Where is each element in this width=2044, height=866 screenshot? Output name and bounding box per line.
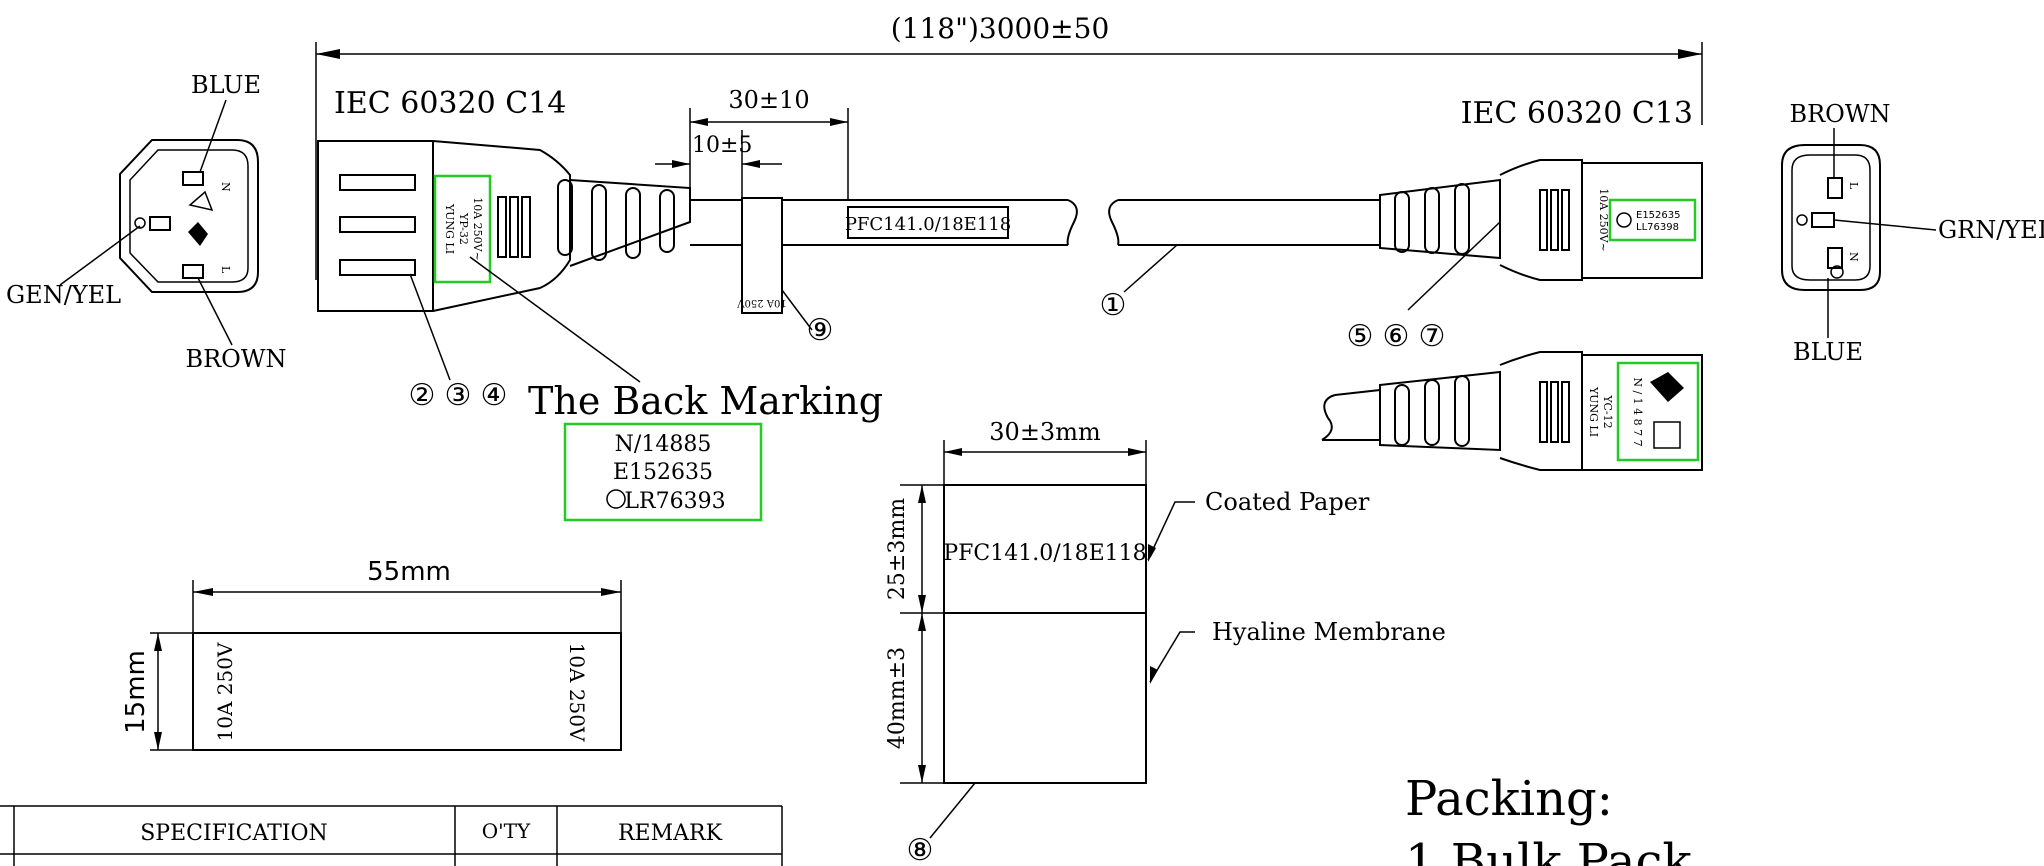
c13-face-pinout: L N BROWN GRN/YEL BLUE [1781, 100, 2044, 366]
back-marking-line1: N/14885 [615, 432, 712, 457]
strip-length-text: 30±10 [728, 86, 809, 114]
c13-connector: 10A 250V~ E152635 LL76398 [1379, 159, 1703, 281]
cable-flag-text: 10A 250V [737, 297, 787, 308]
left-pin-bottom-color: BROWN [185, 345, 286, 373]
coated-paper-callout: Coated Paper [1205, 488, 1370, 516]
cable-label-detail: PFC141.0/18E118 30±3mm 25±3mm 40mm±3 Coa… [885, 418, 1446, 866]
back-marking-title: The Back Marking [528, 379, 883, 423]
marking-length-text: 55mm [367, 557, 451, 587]
table-header-qty: O'TY [482, 819, 531, 843]
callout-6: ⑥ [1383, 319, 1410, 354]
c14-print-line3: 10A 250V~ [471, 197, 484, 261]
marking-height-text: 15mm [121, 650, 151, 734]
c14-print-line2: YP-32 [457, 212, 470, 245]
back-marking-line2: E152635 [613, 460, 713, 485]
strip-dimensions: 30±10 10±5 [655, 86, 849, 200]
left-pin-top-color: BLUE [191, 71, 261, 99]
callout-4: ④ [481, 378, 508, 413]
packing-title: Packing: [1405, 771, 1613, 827]
callout-3: ③ [445, 378, 472, 413]
left-pin-side-color: GEN/YEL [6, 281, 121, 309]
c13-cert-line2: LL76398 [1636, 222, 1679, 233]
callout-5: ⑤ [1347, 319, 1374, 354]
overall-length-text: (118")3000±50 [891, 12, 1110, 45]
back-marking-line3: LR76393 [624, 489, 725, 514]
c13-back-print-1: YUNG LI [1587, 386, 1600, 437]
left-pin-n-label: N [219, 182, 232, 192]
right-pin-bottom-color: BLUE [1793, 338, 1863, 366]
packing-line1: 1.Bulk Pack [1405, 834, 1692, 866]
c13-title: IEC 60320 C13 [1461, 96, 1693, 131]
label-width-text: 30±3mm [989, 418, 1101, 446]
marking-left-text: 10A 250V [213, 642, 237, 741]
c14-print-line1: YUNG LI [443, 203, 456, 254]
c13-back-cert: N / 1 4 8 7 7 [1631, 377, 1644, 446]
callout-2: ② [409, 378, 436, 413]
c13-rating-text: 10A 250V~ [1597, 188, 1610, 252]
c13-cert-line1: E152635 [1636, 210, 1681, 221]
right-pin-top-color: BROWN [1789, 100, 1890, 128]
label-offset-text: 10±5 [692, 133, 752, 158]
label-coated-text: PFC141.0/18E118 [943, 541, 1146, 566]
bom-table: SPECIFICATION O'TY REMARK [0, 805, 783, 866]
label-membrane-height-text: 40mm±3 [885, 647, 910, 749]
table-header-remark: REMARK [618, 821, 723, 846]
marking-right-text: 10A 250V [565, 643, 589, 742]
callout-1: ① [1100, 288, 1127, 323]
c14-plug: YUNG LI YP-32 10A 250V~ [317, 140, 691, 312]
overall-length-dimension: (118")3000±50 [315, 12, 1703, 280]
marking-detail: 55mm 15mm 10A 250V 10A 250V [121, 557, 622, 751]
callout-8: ⑧ [907, 833, 934, 866]
membrane-callout: Hyaline Membrane [1212, 618, 1446, 646]
callouts: ② ③ ④ The Back Marking N/14885 E152635 L… [409, 221, 1501, 522]
left-pin-l-label: L [219, 266, 232, 274]
power-cable: PFC141.0/18E118 10A 250V [690, 197, 1380, 314]
c14-title: IEC 60320 C14 [334, 86, 566, 121]
right-pin-side-color: GRN/YEL [1938, 216, 2044, 244]
cable-print-text: PFC141.0/18E118 [845, 214, 1011, 235]
right-pin-n-label: N [1847, 252, 1860, 262]
c13-back-print-2: YC-12 [1601, 394, 1614, 428]
c14-face-pinout: N L BLUE GEN/YEL BROWN [6, 71, 287, 373]
c13-back-view: YUNG LI YC-12 N / 1 4 8 7 7 [1321, 351, 1703, 471]
label-coated-height-text: 25±3mm [885, 498, 910, 600]
right-pin-l-label: L [1847, 182, 1860, 190]
callout-7: ⑦ [1419, 319, 1446, 354]
table-header-specification: SPECIFICATION [140, 821, 328, 846]
callout-9: ⑨ [807, 313, 834, 348]
